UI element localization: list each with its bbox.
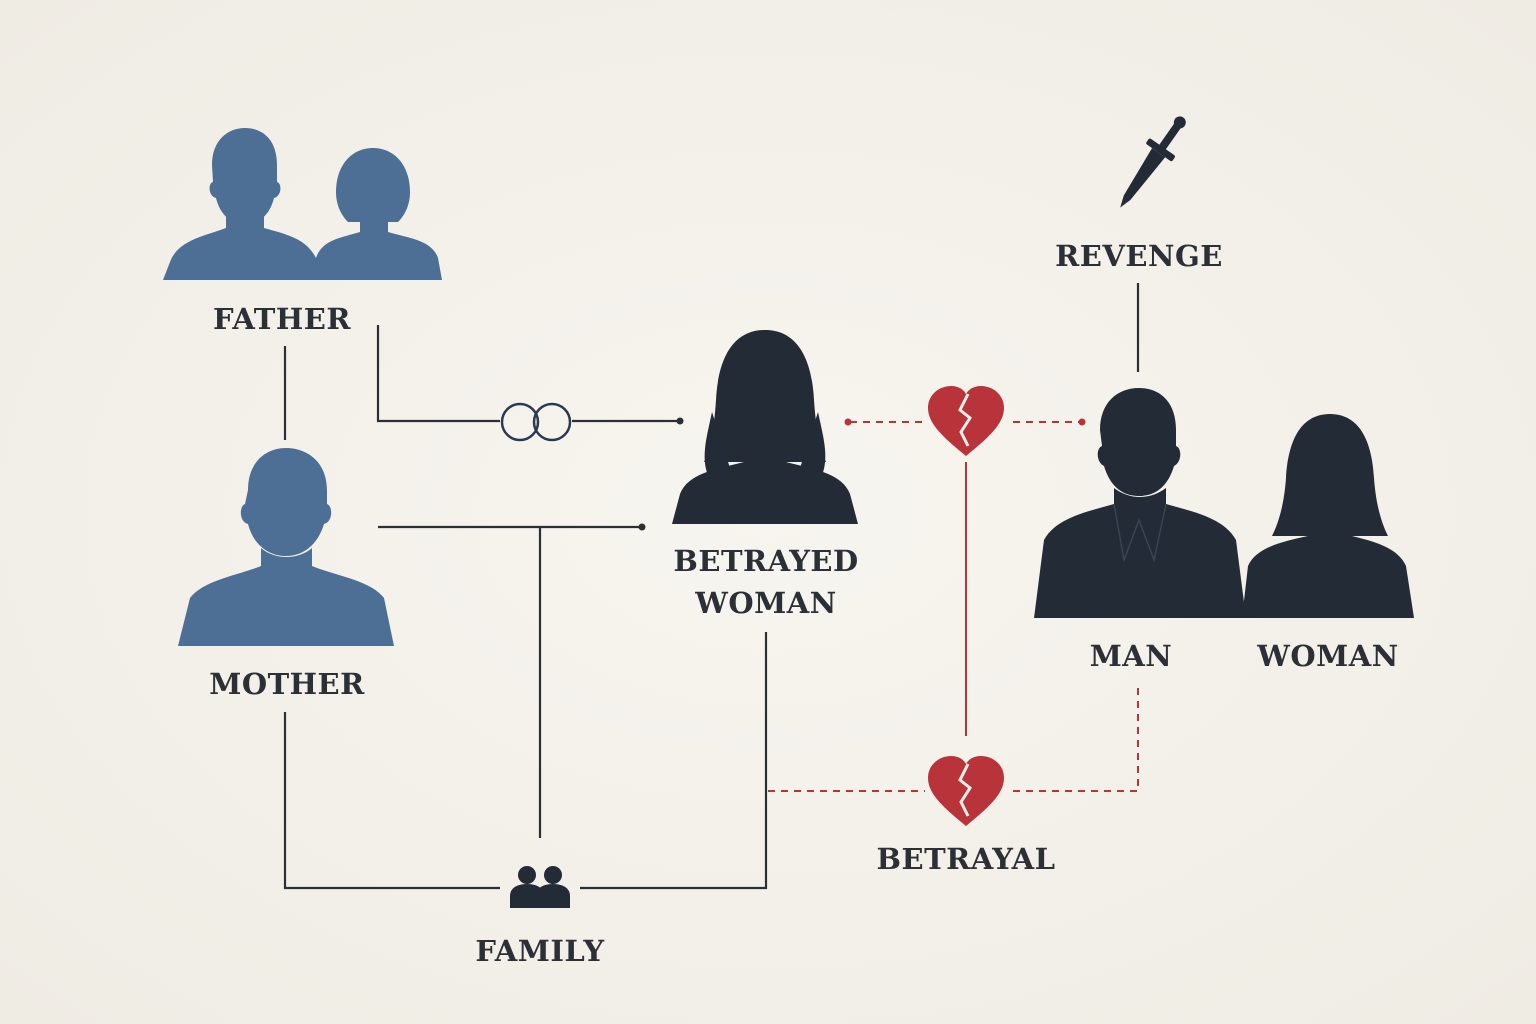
mother-line-end-dot: [638, 523, 646, 531]
betrayal-connectors: [768, 418, 1139, 792]
family-label: FAMILY: [475, 934, 604, 968]
marriage-end-dot: [676, 417, 684, 425]
father-woman-silhouette: [312, 148, 442, 280]
dagger-icon: [1120, 116, 1186, 208]
mother-label: MOTHER: [209, 667, 365, 701]
betrayal-man-dashed: [1013, 685, 1139, 792]
betrayed-label-line2: WOMAN: [694, 586, 836, 620]
revenge-label: REVENGE: [1055, 239, 1223, 273]
wedding-rings-icon: [500, 402, 572, 442]
man-silhouette: [1034, 388, 1246, 618]
betrayed-family-line: [580, 632, 768, 890]
father-man-silhouette: [163, 128, 320, 280]
mother-family-line: [283, 712, 500, 890]
betrayed-dashed-dot: [844, 418, 852, 426]
betrayed-woman-silhouette: [672, 330, 858, 524]
father-silhouette-pair: [163, 128, 442, 280]
woman-label: WOMAN: [1256, 639, 1398, 673]
broken-heart-icon: [928, 756, 1004, 826]
mother-silhouette: [178, 448, 394, 646]
father-label: FATHER: [213, 302, 351, 336]
man-dashed-dot: [1078, 418, 1086, 426]
betrayed-label-line1: BETRAYED: [673, 544, 858, 578]
father-marriage-line: [376, 325, 500, 423]
family-connectors: [283, 283, 1140, 890]
betrayal-label: BETRAYAL: [876, 842, 1055, 876]
family-people-icon: [510, 866, 570, 908]
man-label: MAN: [1090, 639, 1173, 673]
broken-heart-icon: [928, 386, 1004, 456]
woman-silhouette: [1242, 414, 1414, 618]
